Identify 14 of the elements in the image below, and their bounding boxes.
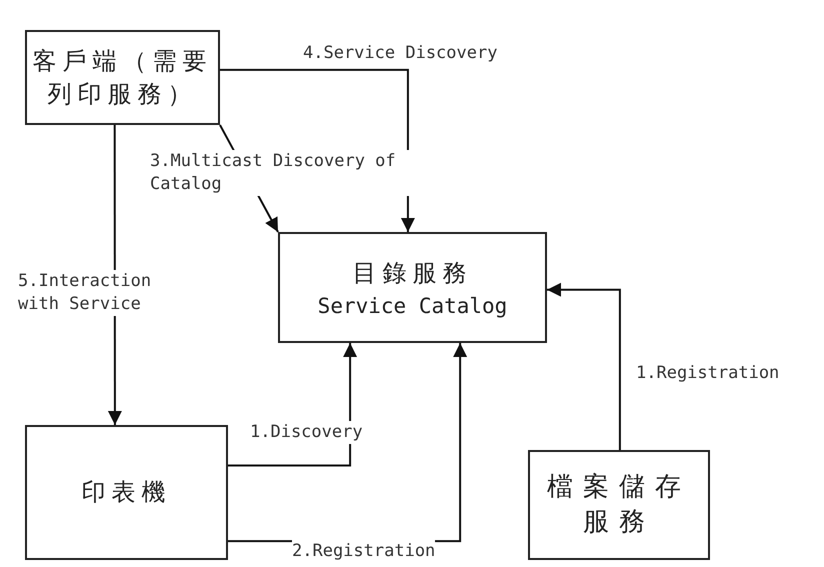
edge-label: 1.Registration bbox=[636, 362, 780, 385]
arrow bbox=[228, 343, 358, 466]
edge-label: 2.Registration bbox=[292, 540, 436, 563]
client-box bbox=[25, 30, 220, 125]
node-title: 檔案儲存服務 bbox=[546, 470, 692, 539]
arrow bbox=[547, 282, 621, 450]
node-title: 客戶端（需要列印服務） bbox=[32, 46, 214, 110]
storage-box bbox=[528, 450, 710, 560]
edge-label: 1.Discovery bbox=[250, 421, 363, 444]
node-title: 目錄服務 bbox=[352, 258, 472, 290]
node-subtitle: Service Catalog bbox=[318, 294, 508, 318]
node-title: 印表機 bbox=[82, 477, 172, 508]
catalog-box bbox=[278, 232, 547, 343]
printer-box bbox=[25, 425, 228, 560]
